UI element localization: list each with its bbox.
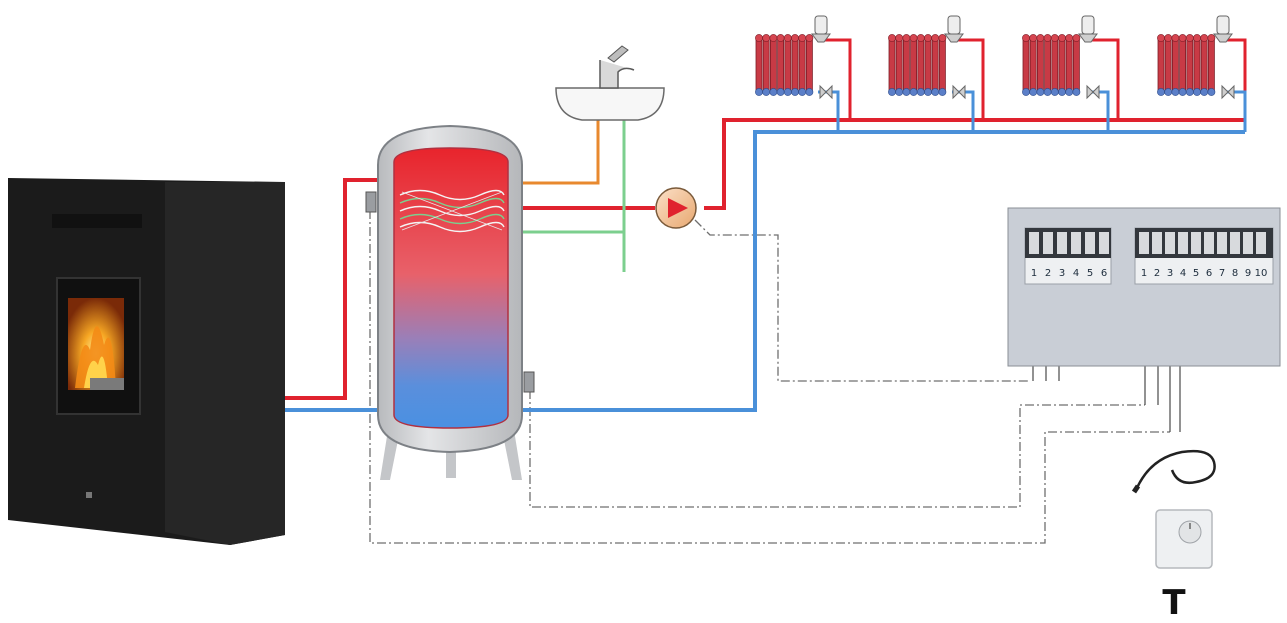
terminal-label: 7 — [1219, 268, 1225, 279]
dhw-hot-pipe — [522, 118, 600, 185]
terminal-label: 5 — [1087, 268, 1093, 279]
cable-pump-to-control — [694, 219, 1030, 382]
terminal-label: 6 — [1206, 268, 1212, 279]
thermostatic-valve-icon — [1078, 15, 1098, 43]
heat-exchanger-coil — [399, 189, 505, 233]
pipes — [285, 38, 1247, 412]
terminal-label: 2 — [1154, 268, 1160, 279]
terminal-label: 8 — [1232, 268, 1238, 279]
thermostat-label: T — [1162, 583, 1186, 623]
terminal-label: 2 — [1045, 268, 1051, 279]
faucet-icon — [607, 45, 629, 63]
terminal-label: 1 — [1031, 268, 1037, 279]
terminal-label: 10 — [1255, 268, 1268, 279]
probe-sensor-icon — [1131, 449, 1216, 494]
thermostatic-valve-icon — [1213, 15, 1233, 43]
cable-tank-probe-to-control — [529, 390, 1145, 508]
thermostatic-valve-icon — [944, 15, 964, 43]
pump-icon — [655, 187, 697, 229]
room-thermostat-icon — [1155, 509, 1213, 569]
terminal-label: 3 — [1059, 268, 1065, 279]
radiator-icon — [888, 15, 966, 100]
terminal-label: 5 — [1193, 268, 1199, 279]
stove-flow-pipe — [285, 178, 382, 400]
terminal-label: 3 — [1167, 268, 1173, 279]
radiator-icon — [1022, 15, 1100, 100]
tank-sensor-upper — [365, 191, 377, 213]
terminal-label: 4 — [1073, 268, 1079, 279]
washbasin-icon — [555, 45, 665, 121]
cable-stove-to-control — [369, 210, 1170, 544]
buffer-tank-icon — [365, 124, 535, 480]
heating-return-pipe — [522, 130, 1245, 412]
radiator-icon — [755, 15, 833, 100]
terminal-label: 6 — [1101, 268, 1107, 279]
radiators — [755, 15, 1235, 100]
terminal-label: 1 — [1141, 268, 1147, 279]
signal-cables — [369, 210, 1170, 544]
thermostatic-valve-icon — [811, 15, 831, 43]
tank-sensor-lower — [523, 371, 535, 393]
terminal-label: 4 — [1180, 268, 1186, 279]
terminal-label: 9 — [1245, 268, 1251, 279]
pellet-stove-icon — [8, 178, 285, 545]
radiator-icon — [1157, 15, 1235, 100]
